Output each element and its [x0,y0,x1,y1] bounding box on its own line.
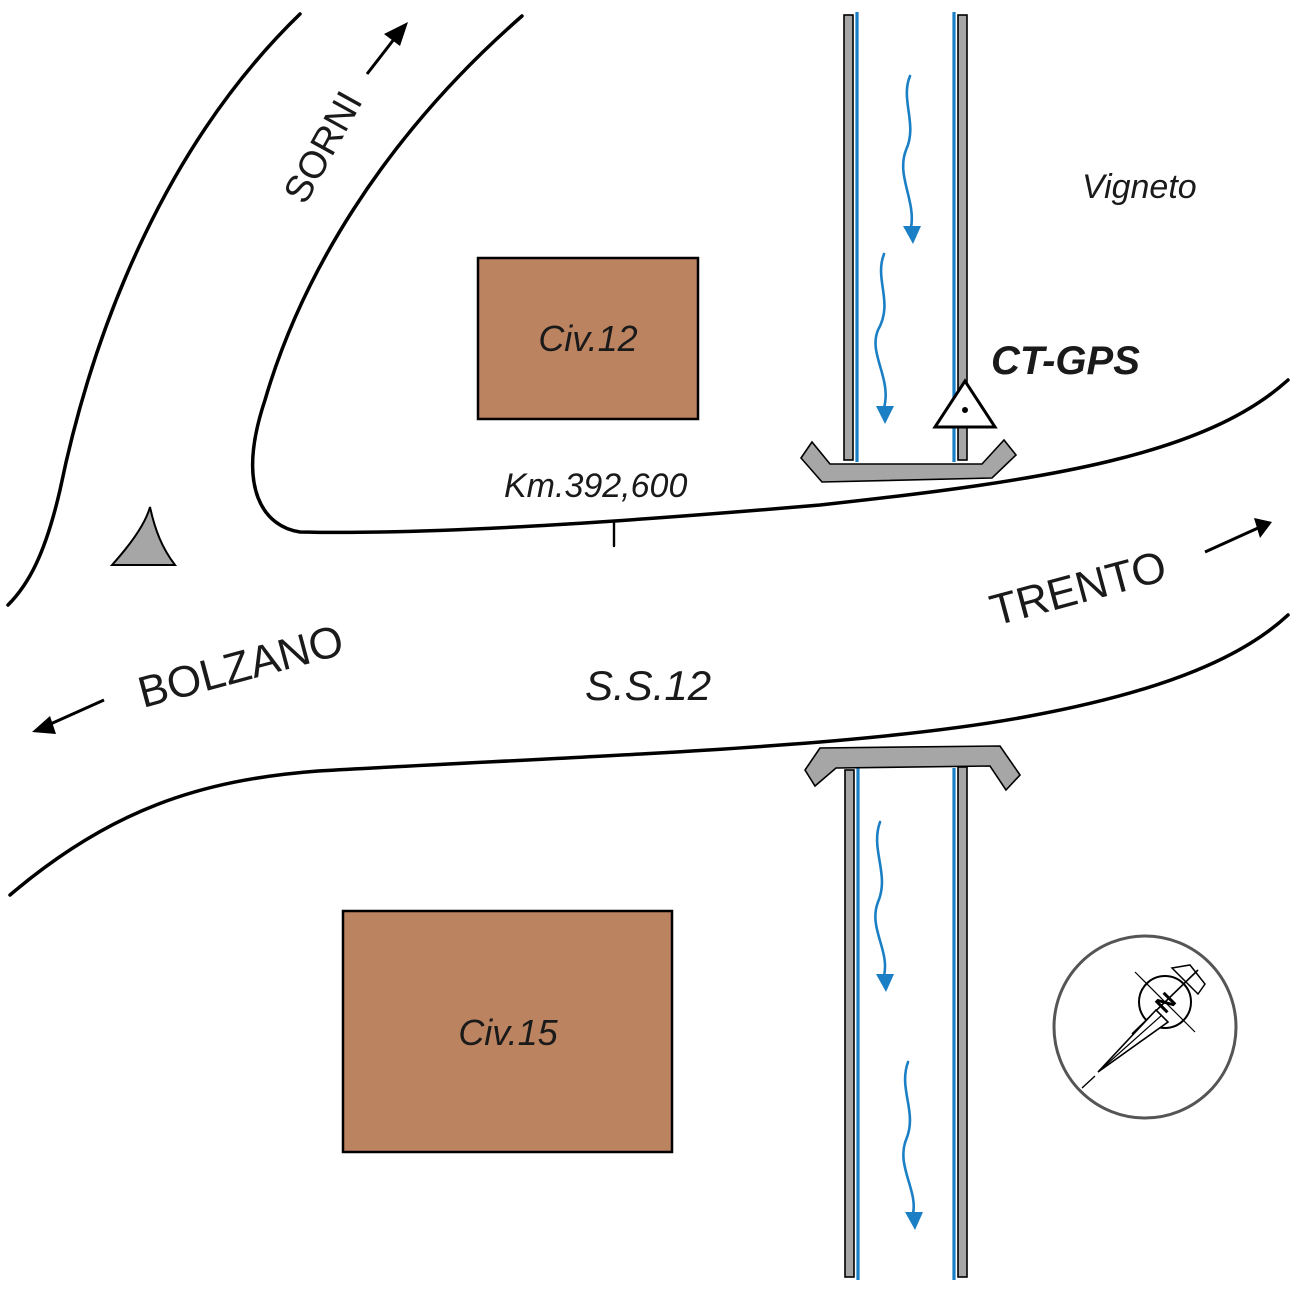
station-ct-gps: CT-GPS [932,339,1140,429]
bolzano-arrow [45,698,105,728]
flow-arrow-4 [902,1060,916,1216]
triangle-marker-icon [109,506,178,566]
direction-sorni: SORNI [276,22,408,210]
roads [6,12,1290,897]
flow-arrow-4-head [905,1212,923,1230]
channel-north-right-wall [957,14,968,461]
km-marker-label: Km.392,600 [504,467,687,505]
road-sorni-west-edge [6,12,302,607]
flow-arrow-3 [874,820,887,978]
flow-arrow-3-head [876,974,894,992]
trento-arrow-head [1254,518,1272,538]
flow-arrow-1-head [903,226,921,244]
bolzano-label: BOLZANO [133,616,349,718]
sorni-arrow [365,33,400,75]
building-civ-12: Civ.12 [476,256,700,421]
building-civ-12-label: Civ.12 [538,318,637,359]
station-label: CT-GPS [991,339,1140,383]
channel-south [804,745,1022,1280]
sorni-arrow-head [384,22,408,46]
culvert-headwall-north [799,438,1018,483]
bolzano-arrow-head [32,716,56,734]
channel-north-left-wall [843,14,854,461]
flow-arrow-2-head [876,406,894,424]
channel-south-right-wall [957,766,968,1278]
flow-arrow-1 [901,74,914,230]
trento-arrow [1204,526,1259,554]
direction-bolzano: BOLZANO [32,616,349,734]
north-arrow-compass-icon: N [1052,934,1238,1120]
channel-north [799,12,1018,483]
vigneto-label: Vigneto [1082,168,1197,206]
sorni-label: SORNI [276,85,371,211]
flow-arrow-2 [874,252,887,410]
culvert-headwall-south [804,745,1022,792]
road-ss12-south-edge [8,613,1290,897]
building-civ-15-label: Civ.15 [458,1012,558,1053]
channel-south-left-wall [844,769,855,1278]
trento-label: TRENTO [985,542,1172,636]
direction-trento: TRENTO [985,518,1272,636]
road-sorni-east-edge [250,14,1290,535]
building-civ-15: Civ.15 [341,909,674,1154]
road-name-label: S.S.12 [585,662,711,709]
survey-triangle-icon [932,378,998,429]
